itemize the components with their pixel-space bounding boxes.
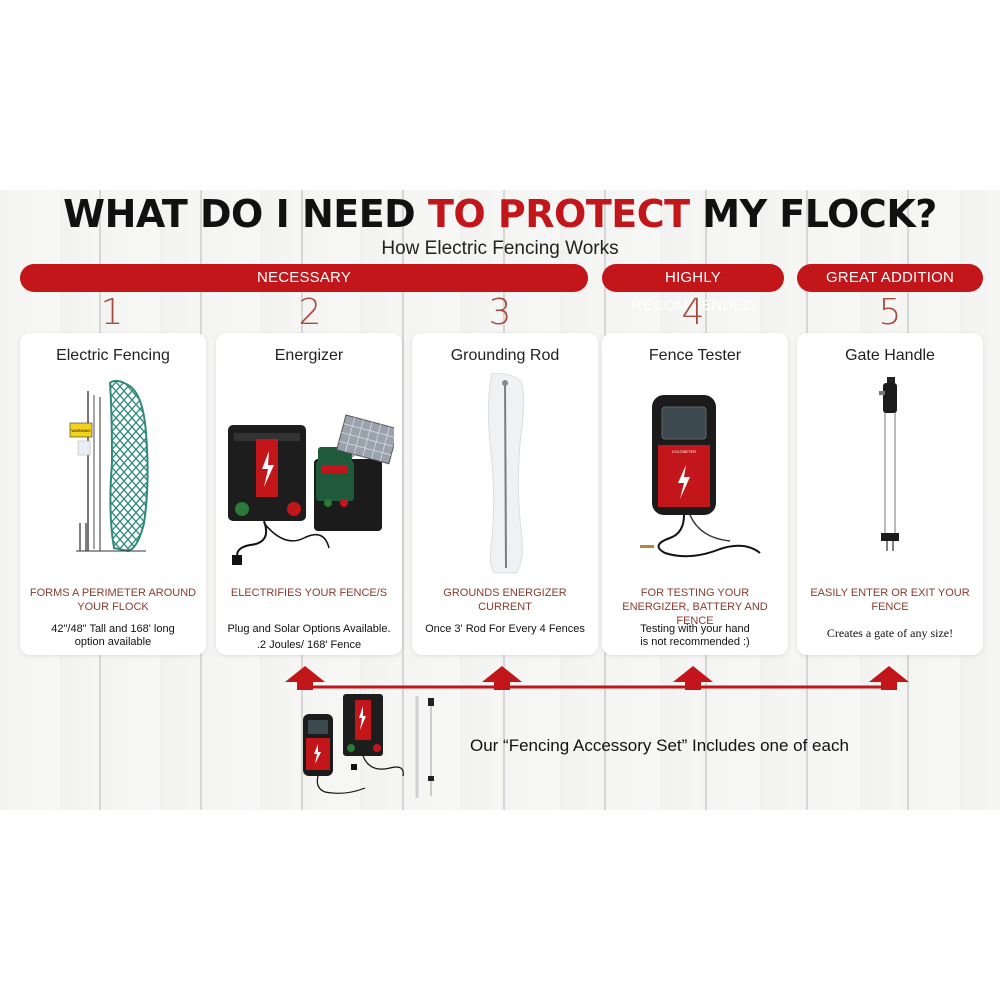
accessory-set-image bbox=[303, 694, 434, 798]
card-description-line-1: 42"/48" Tall and 168' long bbox=[51, 623, 175, 635]
step-number-5: 5 bbox=[878, 292, 902, 333]
svg-text:VOLTMETER: VOLTMETER bbox=[672, 449, 696, 454]
card-description-line-1: Plug and Solar Options Available. bbox=[227, 623, 391, 635]
step-number-4: 4 bbox=[681, 292, 705, 333]
card-description-line-1: Creates a gate of any size! bbox=[826, 626, 954, 640]
title-part-2: TO PROTECT bbox=[427, 192, 690, 236]
card-description-line-1: Once 3' Rod For Every 4 Fences bbox=[425, 623, 585, 635]
banner-highly-recommended: HIGHLY RECOMMENDED bbox=[602, 264, 784, 314]
arrow-up-icon bbox=[482, 666, 522, 690]
card-energizer[interactable]: Energizer ELECTRIFIES YOUR FENCE/S bbox=[216, 333, 402, 655]
svg-text:WARNING: WARNING bbox=[71, 428, 90, 433]
page-subtitle: How Electric Fencing Works bbox=[381, 238, 619, 259]
page-title: WHAT DO I NEED TO PROTECT MY FLOCK? bbox=[0, 192, 1000, 236]
card-caption: EASILY ENTER OR EXIT YOUR FENCE bbox=[810, 587, 970, 613]
card-caption: FORMS A PERIMETER AROUND YOUR FLOCK bbox=[29, 587, 197, 613]
card-caption: GROUNDS ENERGIZER CURRENT bbox=[443, 587, 567, 613]
arrow-up-icon bbox=[285, 666, 325, 690]
card-title: Grounding Rod bbox=[450, 347, 560, 364]
arrow-up-icon bbox=[673, 666, 713, 690]
card-gate-handle[interactable]: Gate Handle EASILY ENTER OR EXIT YOUR FE… bbox=[797, 333, 983, 655]
fence-tester-icon: VOLTMETER bbox=[640, 395, 761, 558]
arrow-up-icon bbox=[869, 666, 909, 690]
card-description-line-1: Testing with your hand bbox=[640, 623, 750, 635]
step-number-1: 1 bbox=[100, 292, 124, 333]
gate-handle-icon bbox=[879, 377, 899, 551]
grounding-rod-icon bbox=[487, 373, 525, 574]
card-title: Energizer bbox=[274, 347, 344, 364]
card-fence-tester[interactable]: Fence Tester VOLTMETER FOR TESTING YOUR … bbox=[602, 333, 788, 655]
card-electric-fencing[interactable]: Electric Fencing WARNING FORMS A PERIMET… bbox=[20, 333, 206, 655]
card-description-line-2: option available bbox=[74, 636, 152, 648]
electric-netting-icon: WARNING bbox=[69, 379, 149, 553]
card-title: Gate Handle bbox=[845, 347, 935, 364]
step-number-2: 2 bbox=[298, 292, 322, 333]
accessory-set-note: Our “Fencing Accessory Set” Includes one… bbox=[470, 736, 849, 755]
title-part-1: WHAT DO I NEED bbox=[63, 192, 416, 236]
card-description-line-2: .2 Joules/ 168' Fence bbox=[256, 639, 362, 651]
connector-arrows bbox=[285, 666, 909, 690]
card-description-line-2: is not recommended :) bbox=[640, 636, 750, 648]
card-caption: FOR TESTING YOUR ENERGIZER, BATTERY AND … bbox=[622, 587, 768, 627]
title-part-3: MY FLOCK? bbox=[702, 192, 937, 236]
card-title: Fence Tester bbox=[648, 347, 742, 364]
card-grounding-rod[interactable]: Grounding Rod GROUNDS ENERGIZER CURRENT … bbox=[412, 333, 598, 655]
card-caption: ELECTRIFIES YOUR FENCE/S bbox=[230, 587, 388, 599]
banner-necessary: NECESSARY bbox=[20, 264, 588, 292]
banner-great-addition: GREAT ADDITION bbox=[797, 264, 983, 292]
energizer-icon bbox=[228, 414, 394, 565]
step-number-3: 3 bbox=[488, 292, 512, 333]
card-title: Electric Fencing bbox=[56, 347, 170, 364]
